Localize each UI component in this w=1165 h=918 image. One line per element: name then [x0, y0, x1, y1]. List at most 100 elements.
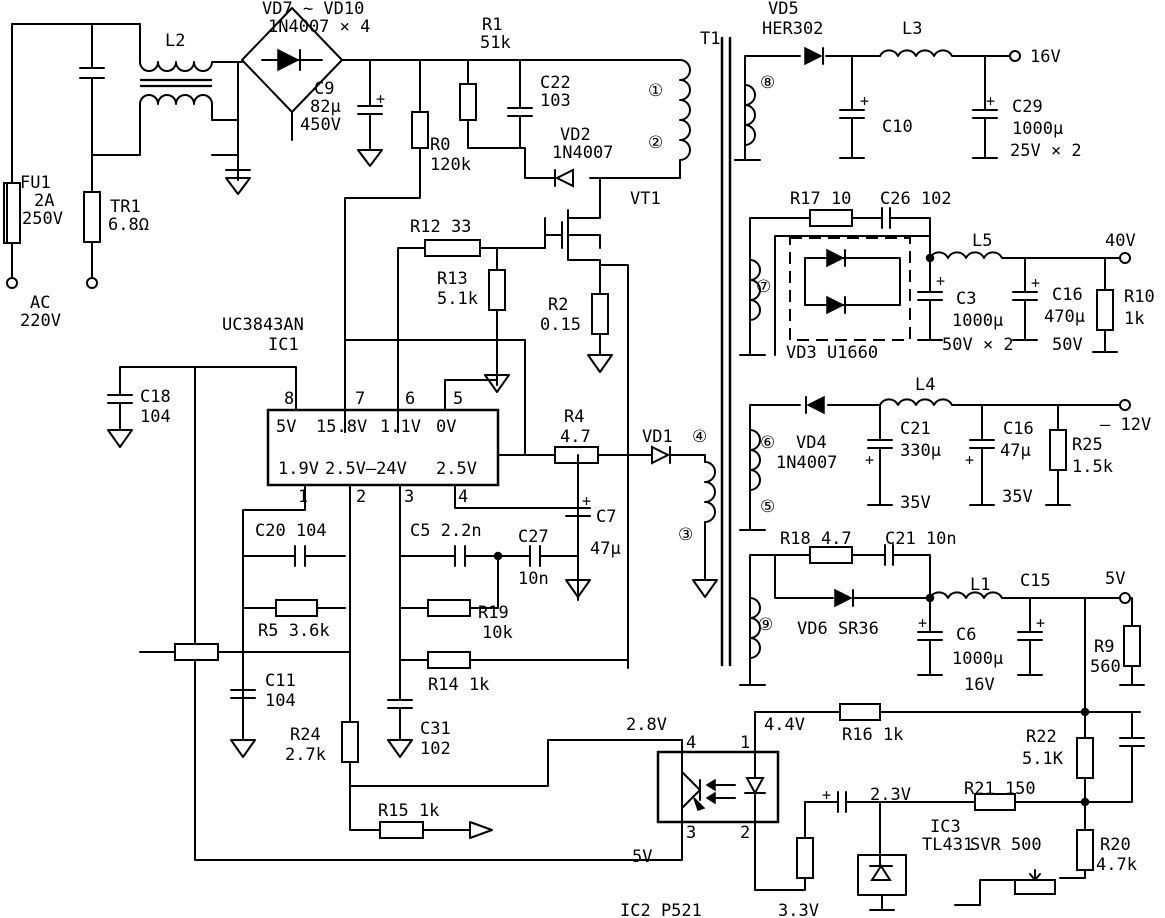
svg-text:450V: 450V [300, 115, 341, 135]
svg-text:4: 4 [686, 733, 696, 753]
svg-text:C6: C6 [956, 625, 976, 645]
svg-text:5V: 5V [1105, 569, 1125, 589]
svg-text:R22: R22 [1026, 727, 1057, 747]
svg-text:L5: L5 [972, 231, 992, 251]
svg-text:L2: L2 [165, 31, 185, 51]
svg-text:– 12V: – 12V [1100, 415, 1151, 435]
svg-text:VD4: VD4 [796, 433, 827, 453]
svg-text:⑤: ⑤ [760, 497, 775, 517]
svg-text:2.5V: 2.5V [436, 459, 477, 479]
svg-text:VT1: VT1 [630, 189, 661, 209]
svg-text:470μ: 470μ [1044, 307, 1085, 327]
svg-text:2: 2 [740, 823, 750, 843]
svg-text:R17 10: R17 10 [790, 189, 851, 209]
resistor-tr1 [83, 191, 101, 243]
svg-text:3: 3 [404, 487, 414, 507]
svg-text:+: + [965, 451, 974, 469]
svg-text:1000μ: 1000μ [1012, 119, 1063, 139]
svg-text:0.15: 0.15 [540, 315, 581, 335]
resistor-r15 [379, 821, 424, 839]
svg-text:10n: 10n [518, 569, 549, 589]
svg-text:220V: 220V [20, 311, 61, 331]
optocoupler-ic2 [656, 750, 780, 824]
svg-text:50V: 50V [1052, 335, 1083, 355]
transformer-primary [679, 59, 691, 179]
svg-text:1000μ: 1000μ [952, 649, 1003, 669]
svg-text:5: 5 [453, 389, 463, 409]
svg-text:+: + [376, 90, 385, 108]
svg-text:104: 104 [265, 691, 296, 711]
transformer-core [720, 36, 732, 667]
svg-text:C31: C31 [420, 719, 451, 739]
svg-text:6.8Ω: 6.8Ω [108, 215, 149, 235]
svg-text:+: + [986, 92, 995, 110]
svg-text:C20 104: C20 104 [255, 521, 327, 541]
svg-text:4.7k: 4.7k [1096, 855, 1137, 875]
svg-text:1000μ: 1000μ [952, 311, 1003, 331]
svg-text:3: 3 [686, 823, 696, 843]
svg-text:+: + [860, 92, 869, 110]
svg-text:R13: R13 [437, 269, 468, 289]
svg-text:15.8V: 15.8V [316, 417, 367, 437]
svg-text:R24: R24 [290, 725, 321, 745]
resistor-r5 [275, 599, 318, 617]
svg-text:2A: 2A [34, 191, 54, 211]
svg-text:C10: C10 [882, 117, 913, 137]
svg-text:C21: C21 [900, 419, 931, 439]
svg-text:C11: C11 [265, 671, 296, 691]
svg-text:C16: C16 [1052, 285, 1083, 305]
svg-text:VD3 U1660: VD3 U1660 [786, 343, 878, 363]
svg-text:1.9V: 1.9V [278, 459, 319, 479]
svg-text:5.1K: 5.1K [1022, 749, 1064, 769]
svg-text:C3: C3 [956, 289, 976, 309]
resistor-r0 [411, 111, 429, 149]
svg-text:IC1: IC1 [268, 335, 299, 355]
resistor-r14 [427, 651, 471, 669]
svg-text:L4: L4 [915, 375, 935, 395]
svg-text:35V: 35V [900, 493, 931, 513]
svg-text:50V × 2: 50V × 2 [942, 335, 1014, 355]
svg-text:3.3V: 3.3V [778, 901, 819, 918]
resistor-r10 [1096, 289, 1114, 331]
svg-text:+: + [936, 272, 945, 290]
svg-text:5V: 5V [276, 417, 296, 437]
svg-text:2.7k: 2.7k [285, 745, 326, 765]
svg-text:②: ② [648, 133, 663, 153]
svg-text:L3: L3 [902, 19, 922, 39]
svg-text:250V: 250V [22, 209, 63, 229]
svg-text:5V: 5V [632, 847, 652, 867]
svg-text:C15: C15 [1020, 571, 1051, 591]
mosfet-vt1 [544, 177, 601, 281]
svg-text:C27: C27 [518, 527, 549, 547]
svg-text:R12 33: R12 33 [410, 217, 471, 237]
svg-text:4: 4 [458, 487, 468, 507]
svg-text:102: 102 [420, 739, 451, 759]
svg-text:VD2: VD2 [560, 125, 591, 145]
feedback-loop: + [656, 703, 1145, 911]
svg-text:35V: 35V [1002, 487, 1033, 507]
svg-text:1.5k: 1.5k [1072, 457, 1113, 477]
svg-text:R14 1k: R14 1k [428, 675, 489, 695]
svg-text:R5 3.6k: R5 3.6k [258, 621, 330, 641]
gate-drive [397, 234, 613, 433]
svg-text:C7: C7 [596, 507, 616, 527]
svg-text:16V: 16V [964, 675, 995, 695]
svg-text:+: + [1031, 274, 1040, 292]
svg-text:1N4007 × 4: 1N4007 × 4 [268, 17, 370, 37]
fu1-label: FU1 [20, 173, 51, 193]
svg-text:⑨: ⑨ [758, 615, 773, 635]
resistor-r4 [554, 446, 599, 464]
ic1-uc3843: + [107, 339, 718, 861]
svg-text:C29: C29 [1012, 97, 1043, 117]
resistor-r1 [459, 83, 477, 121]
svg-text:51k: 51k [480, 33, 511, 53]
svg-text:SVR 500: SVR 500 [970, 835, 1042, 855]
svg-text:0V: 0V [436, 417, 456, 437]
resistor-r16 [839, 703, 881, 721]
svg-text:1k: 1k [1124, 309, 1144, 329]
svg-text:C21 10n: C21 10n [885, 529, 957, 549]
svg-text:+: + [582, 492, 591, 510]
svg-text:82μ: 82μ [310, 97, 341, 117]
svg-text:TR1: TR1 [110, 197, 141, 217]
svg-text:T1: T1 [700, 29, 720, 49]
